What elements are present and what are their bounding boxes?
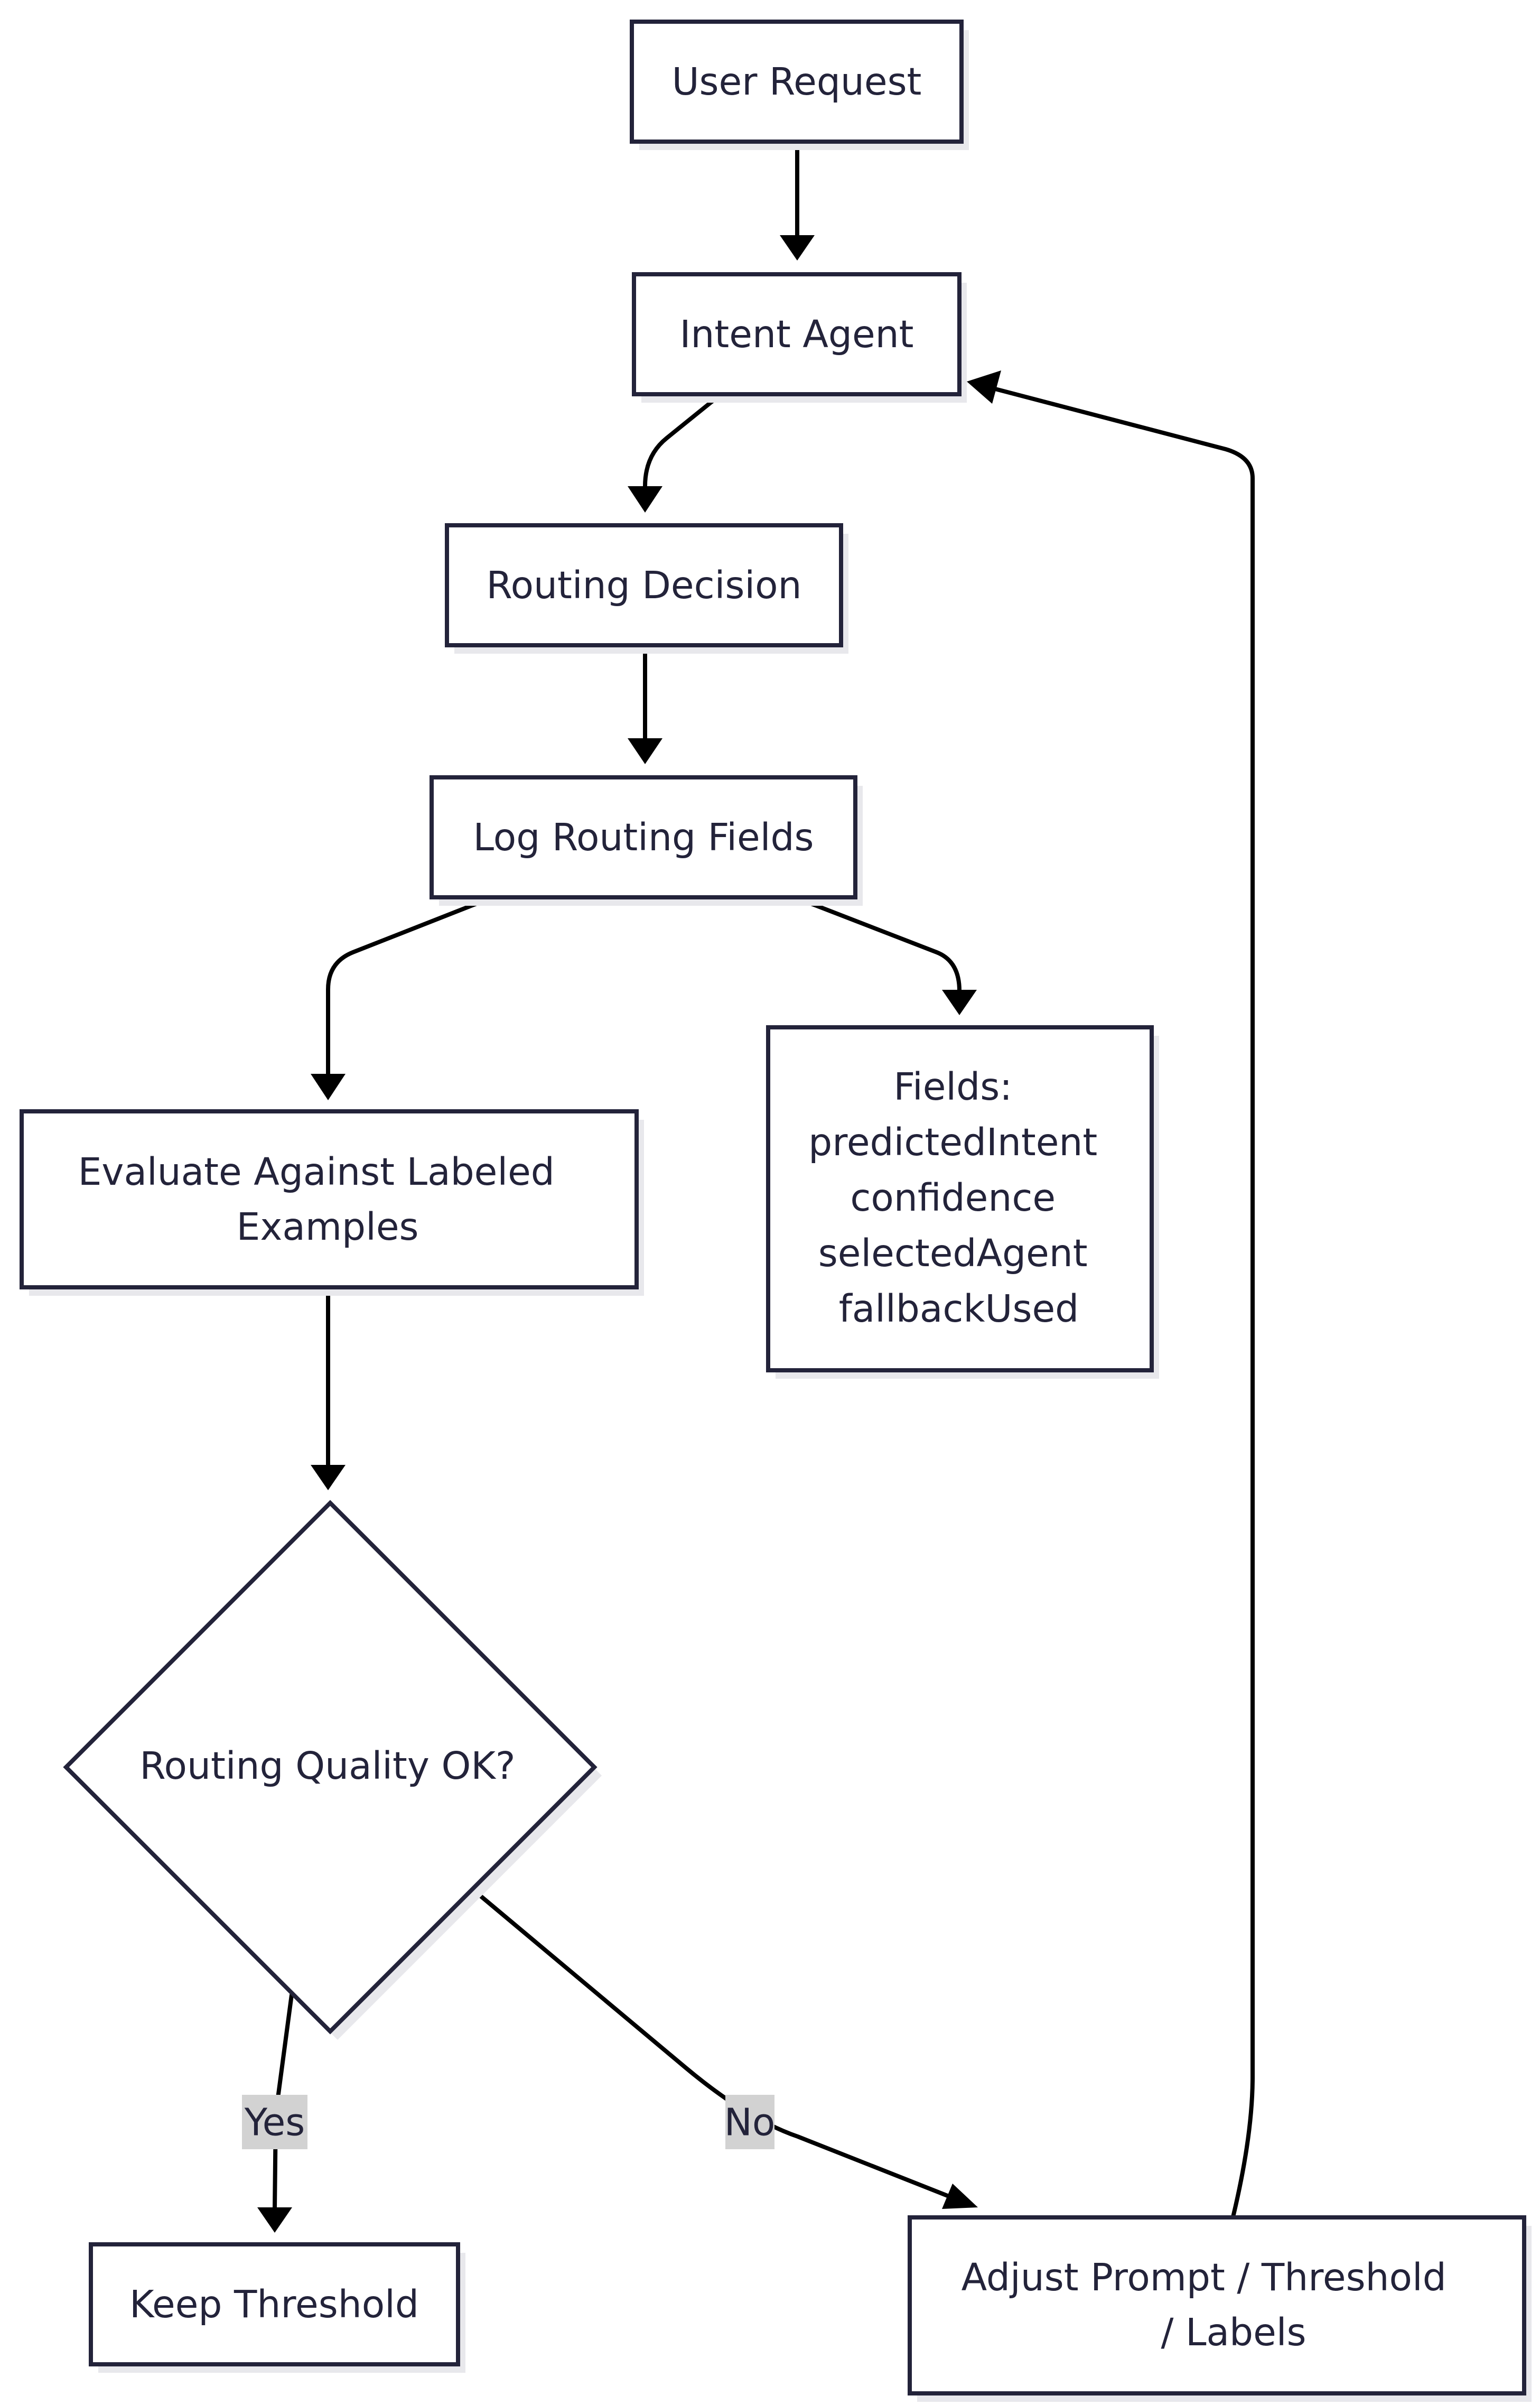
edge-adjust-to-intent-agent: [991, 386, 1255, 2219]
node-adjust-label: Adjust Prompt / Threshold / Labels: [962, 2255, 1459, 2354]
nodes: User Request Intent Agent Routing Decisi…: [20, 20, 1532, 2402]
edge-log-routing-fields-to-evaluate: [326, 895, 496, 1078]
arrowhead: [780, 235, 815, 261]
node-intent-agent-label: Intent Agent: [679, 312, 913, 356]
node-fields: Fields: predictedIntent confidence selec…: [766, 1025, 1159, 1379]
arrowhead: [311, 1074, 346, 1100]
arrowhead: [311, 1465, 346, 1490]
edge-label-no-bg: [725, 2095, 774, 2149]
node-adjust: Adjust Prompt / Threshold / Labels: [908, 2215, 1532, 2402]
node-log-routing-fields: Log Routing Fields: [430, 775, 863, 906]
node-evaluate: Evaluate Against Labeled Examples: [20, 1109, 644, 1296]
edge-intent-agent-to-routing-decision: [643, 392, 724, 488]
node-routing-decision-label: Routing Decision: [486, 563, 801, 607]
node-routing-quality-label: Routing Quality OK?: [139, 1744, 515, 1788]
arrowhead: [257, 2207, 292, 2233]
arrowhead: [628, 738, 662, 764]
node-keep-threshold: Keep Threshold: [89, 2242, 465, 2373]
edge-label-yes: Yes: [244, 2101, 305, 2144]
arrowhead: [942, 2184, 978, 2209]
node-routing-quality: Routing Quality OK?: [63, 1500, 602, 2040]
node-fields-label: Fields: predictedIntent confidence selec…: [808, 1065, 1109, 1331]
node-user-request-label: User Request: [672, 60, 922, 104]
arrowhead: [967, 370, 1001, 404]
node-intent-agent: Intent Agent: [632, 272, 967, 403]
edge-label-no: No: [724, 2101, 776, 2144]
edge-labels: Yes No: [242, 2095, 775, 2149]
node-routing-decision: Routing Decision: [445, 523, 848, 654]
node-evaluate-label: Evaluate Against Labeled Examples: [78, 1150, 567, 1249]
node-user-request: User Request: [630, 20, 969, 150]
node-keep-threshold-label: Keep Threshold: [129, 2282, 419, 2326]
edge-log-routing-fields-to-fields: [791, 895, 962, 993]
arrowhead: [628, 486, 662, 513]
node-log-routing-fields-label: Log Routing Fields: [473, 815, 814, 859]
edge-label-yes-bg: [242, 2095, 307, 2149]
arrowhead: [942, 990, 977, 1015]
edge-routing-quality-to-adjust: [469, 1886, 956, 2200]
